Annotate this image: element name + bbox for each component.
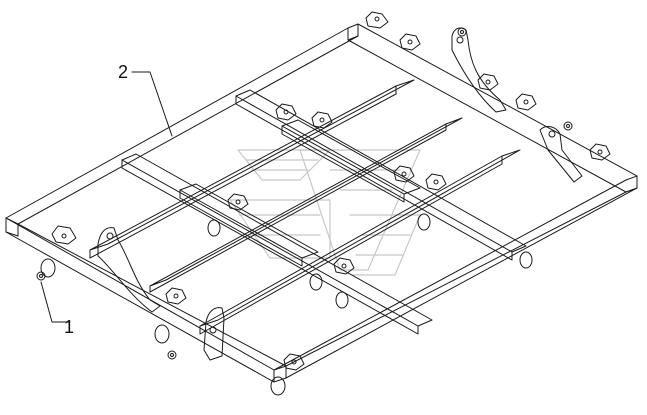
tine-bars <box>89 79 521 335</box>
front-beam <box>5 223 287 383</box>
callout-label-frame: 2 <box>118 62 129 82</box>
mounting-lugs <box>51 11 611 371</box>
back-beam <box>347 23 638 193</box>
skids <box>40 213 533 396</box>
leader-line-2 <box>131 71 173 137</box>
cross-member-2 <box>235 89 527 253</box>
watermark-logo <box>229 149 421 276</box>
frame <box>5 23 638 383</box>
hanger-brackets <box>97 27 583 361</box>
left-beam <box>5 27 359 237</box>
leader-line-1 <box>40 281 71 323</box>
right-beam <box>285 187 638 367</box>
cross-member-1 <box>121 153 433 327</box>
center-bar-upper <box>281 119 421 195</box>
center-bar-lower <box>179 183 319 259</box>
callout-label-nut: 1 <box>64 317 75 337</box>
hex-nuts <box>36 27 573 360</box>
